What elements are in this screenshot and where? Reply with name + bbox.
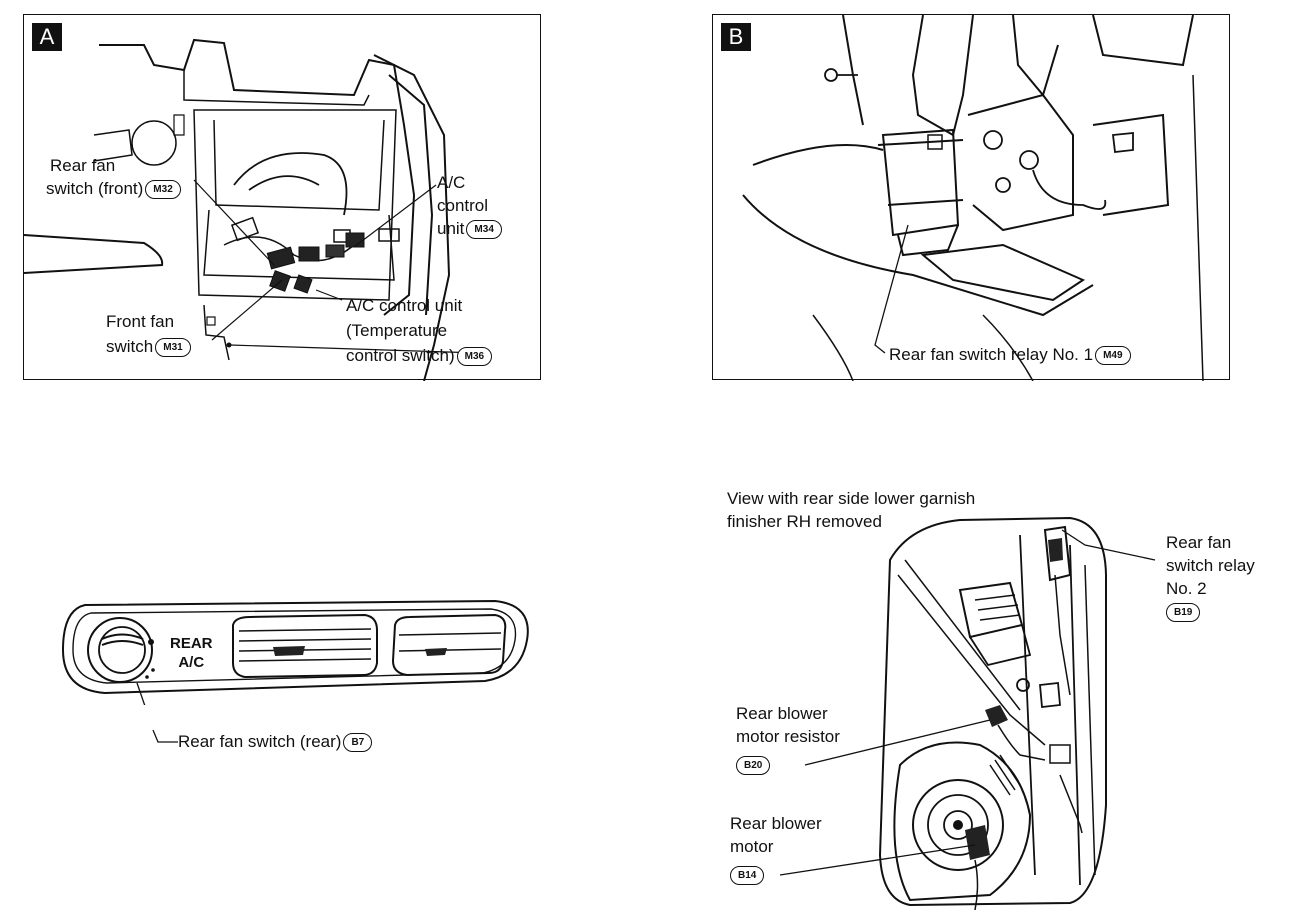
panel-b-tag: B xyxy=(721,23,751,51)
panel-a: A xyxy=(23,14,541,381)
label-line: Front fan xyxy=(106,312,175,331)
label-text: unit xyxy=(437,219,465,238)
label-line: motor resistor xyxy=(736,727,840,746)
label-line: B20 xyxy=(736,753,840,776)
label-rear-blower-motor: Rear blower motor B14 xyxy=(730,812,822,886)
connector-code-badge: B20 xyxy=(736,756,771,776)
connector-code-badge: B7 xyxy=(343,733,373,753)
label-text: control switch) xyxy=(346,346,455,365)
label-line: Rear blower xyxy=(736,704,828,723)
label-line: Rear fan xyxy=(1166,533,1232,552)
label-line: A/C xyxy=(437,173,466,192)
label-text: Rear fan switch (rear) xyxy=(178,732,342,751)
leader-line xyxy=(152,730,178,743)
label-line: switch (front)M32 xyxy=(46,177,181,200)
label-line: REAR xyxy=(170,635,213,652)
connector-code-badge: M49 xyxy=(1095,346,1131,366)
caption-side-view: View with rear side lower garnish finish… xyxy=(727,487,975,533)
rear-side-trim-illustration xyxy=(878,516,1107,910)
label-rear-blower-motor-resistor: Rear blower motor resistor B20 xyxy=(736,702,840,776)
label-rear-fan-switch-rear: Rear fan switch (rear)B7 xyxy=(178,730,373,753)
label-rear-fan-switch-relay-2: Rear fan switch relay No. 2 B19 xyxy=(1166,531,1255,623)
connector-code-badge: M34 xyxy=(466,220,502,240)
label-line: switch relay xyxy=(1166,556,1255,575)
label-line: View with rear side lower garnish xyxy=(727,489,976,508)
label-line: finisher RH removed xyxy=(727,512,882,531)
connector-code-badge: M31 xyxy=(155,338,191,358)
label-line: A/C control unit xyxy=(346,296,463,315)
label-line: Rear fan xyxy=(50,156,116,175)
label-line: B19 xyxy=(1166,600,1255,623)
label-line: control switch)M36 xyxy=(346,343,493,368)
panel-b: B Rear fan switch relay No xyxy=(712,14,1230,381)
label-line: B14 xyxy=(730,863,822,886)
label-line: A/C xyxy=(178,654,205,671)
label-ac-control-unit-temperature: A/C control unit (Temperature control sw… xyxy=(346,293,493,368)
connector-code-badge: M36 xyxy=(456,347,493,367)
label-line: Rear blower xyxy=(730,814,822,833)
connector-code-badge: B19 xyxy=(1166,603,1201,623)
label-text: Rear fan switch relay No. 1 xyxy=(889,345,1094,364)
connector-code-badge: B14 xyxy=(730,866,765,886)
label-line: (Temperature xyxy=(346,321,448,340)
panel-a-tag: A xyxy=(32,23,62,51)
label-line: No. 2 xyxy=(1166,579,1207,598)
label-text: switch (front) xyxy=(46,179,144,198)
relay-bracket-illustration xyxy=(742,15,1204,381)
connector-code-badge: M32 xyxy=(145,180,181,200)
rear-ac-panel-illustration xyxy=(61,599,529,705)
label-rear-fan-switch-front: Rear fan switch (front)M32 xyxy=(46,154,181,200)
label-text: switch xyxy=(106,337,154,356)
label-rear-ac: REAR A/C xyxy=(170,634,213,672)
label-line: motor xyxy=(730,837,774,856)
label-line: control xyxy=(437,196,489,215)
